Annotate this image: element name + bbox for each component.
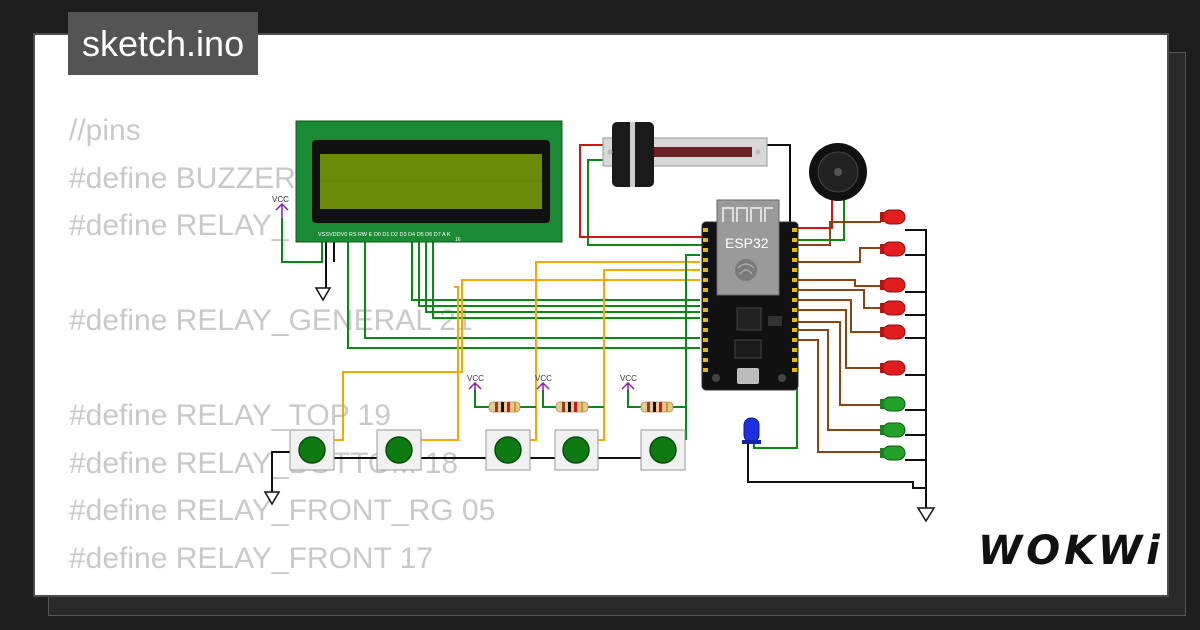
code-line: //pins (69, 114, 141, 147)
esp32-label: ESP32 (725, 235, 769, 251)
code-line: #define RELAY_TOP 19 (69, 399, 391, 432)
wire (795, 329, 881, 431)
wire (520, 261, 700, 441)
wire (795, 289, 881, 309)
wires (271, 144, 927, 508)
wire (271, 451, 290, 492)
led-red[interactable] (880, 360, 906, 376)
push-button[interactable] (554, 429, 599, 471)
vcc-label: VCC (272, 195, 289, 204)
reset-button[interactable] (778, 374, 786, 382)
leds (742, 209, 906, 461)
wokwi-logo: WOKWi (978, 528, 1164, 574)
wire (627, 390, 641, 408)
ground-icon (916, 507, 936, 523)
wire (767, 144, 791, 228)
ground-icon (263, 491, 281, 506)
vcc-symbol: VCC (272, 195, 289, 218)
vcc-symbol: VCC (467, 374, 484, 392)
usb-port[interactable] (737, 368, 759, 384)
code-line: #define BUZZER (69, 161, 296, 195)
esp32-pins-left (703, 228, 708, 372)
wire (347, 240, 700, 349)
code-line: #define RELAY_FRONT 17 (69, 541, 434, 575)
wire (432, 240, 700, 319)
ground-symbols (263, 287, 936, 523)
vcc-label: VCC (467, 374, 484, 383)
wire (325, 279, 700, 441)
wire (795, 200, 845, 241)
led-green[interactable] (880, 422, 906, 438)
led-red[interactable] (880, 209, 906, 225)
esp32-board[interactable]: ESP32 (701, 199, 799, 391)
wire (905, 229, 927, 508)
resistor[interactable] (640, 401, 674, 413)
wire (795, 309, 881, 369)
wire (795, 299, 881, 333)
push-buttons (289, 429, 686, 471)
wire (747, 442, 926, 489)
vcc-symbol: VCC (620, 374, 637, 392)
led-red[interactable] (880, 241, 906, 257)
vcc-label: VCC (620, 374, 637, 383)
code-line: #define RELAY_GENERAL 21 (69, 304, 473, 337)
code-line: #define RELAY_ (69, 209, 289, 242)
wire (795, 279, 881, 287)
boot-button[interactable] (712, 374, 720, 382)
lcd-screen (320, 154, 542, 209)
wire (364, 240, 700, 339)
led-blue[interactable] (742, 417, 761, 444)
led-red[interactable] (880, 300, 906, 316)
resistors (488, 401, 674, 413)
wire (590, 269, 700, 441)
wire (795, 321, 881, 406)
project-card[interactable]: //pins #define BUZZER #define RELAY_ #de… (33, 33, 1169, 597)
wire (795, 247, 881, 263)
resistor[interactable] (555, 401, 589, 413)
wire (542, 390, 556, 408)
lcd-display[interactable]: VSSVDDV0 RS RW E D0 D1 D2 D3 D4 D5 D6 D7… (295, 120, 563, 243)
vcc-symbols: VCC VCC VCC VCC (272, 195, 637, 392)
led-red[interactable] (880, 277, 906, 293)
code-line: #define RELAY_FRONT_RG 05 (69, 494, 496, 527)
wire (579, 144, 705, 238)
wire (418, 240, 700, 307)
led-green[interactable] (880, 396, 906, 412)
slide-potentiometer[interactable] (602, 122, 768, 187)
esp32-pins-right (792, 228, 797, 372)
wire (795, 339, 881, 453)
wire (753, 350, 798, 449)
led-green[interactable] (880, 445, 906, 461)
wire (281, 218, 323, 263)
vcc-symbol: VCC (535, 374, 552, 392)
lcd-pin-index: 16 (455, 237, 461, 243)
code-preview: //pins #define BUZZER #define RELAY_ #de… (69, 107, 495, 582)
lcd-pin-labels: VSSVDDV0 RS RW E D0 D1 D2 D3 D4 D5 D6 D7… (318, 232, 451, 238)
led-red[interactable] (880, 324, 906, 340)
wire (412, 286, 459, 441)
ground-icon (314, 287, 332, 302)
wire (795, 221, 881, 246)
resistor[interactable] (488, 401, 521, 413)
vcc-label: VCC (535, 374, 552, 383)
wire (425, 240, 700, 313)
wire (685, 254, 700, 440)
push-button[interactable] (640, 429, 686, 471)
buzzer[interactable] (809, 143, 867, 201)
wire (587, 159, 705, 246)
push-button[interactable] (376, 429, 422, 471)
push-button[interactable] (485, 429, 531, 471)
push-button[interactable] (289, 429, 335, 471)
wire (474, 390, 489, 408)
sketch-filename-tab[interactable]: sketch.ino (68, 12, 259, 75)
wire (795, 200, 833, 229)
